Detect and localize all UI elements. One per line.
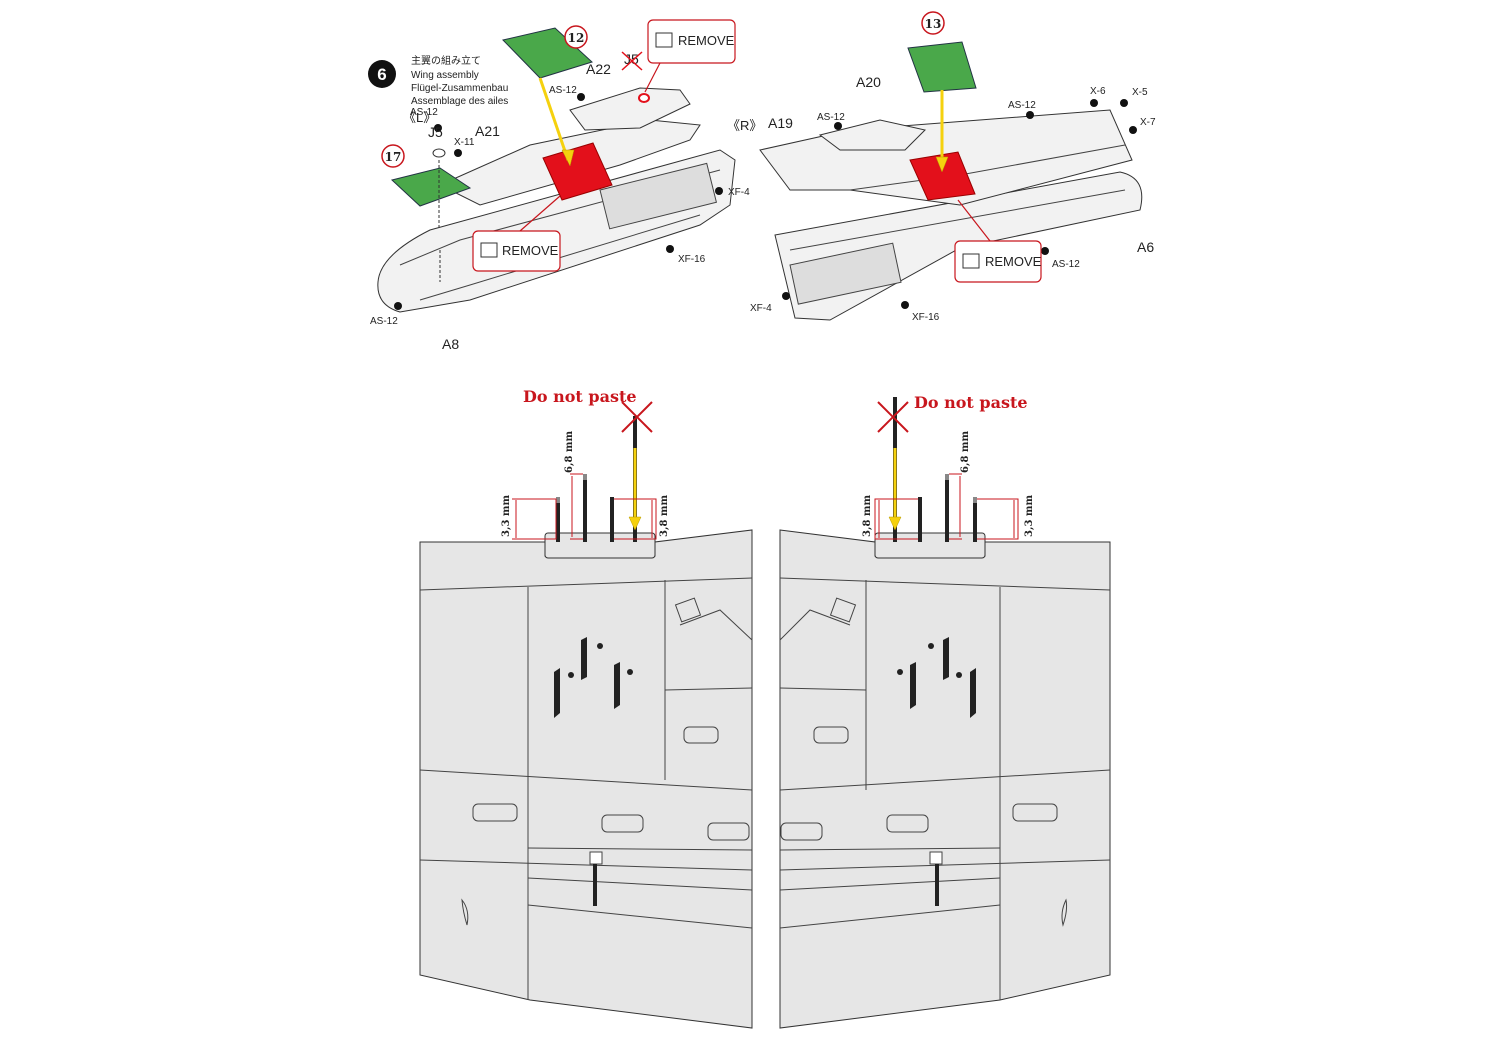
dim-3-3-right: 3,3 mm xyxy=(1024,495,1035,537)
side-label-left: 《L》 xyxy=(403,110,436,125)
remove-callout-right: REMOVE xyxy=(954,199,1042,283)
part-a20-shape xyxy=(818,119,926,151)
callout-12: 12 xyxy=(568,31,585,45)
right-panel-outline xyxy=(779,529,1111,1029)
remove-callout-bottom-left: REMOVE xyxy=(472,195,561,272)
part-a19-label: A19 xyxy=(768,115,793,131)
paint-xf16-label-right: XF-16 xyxy=(912,312,940,323)
paint-dot-as12-left-top xyxy=(434,124,442,132)
callout-17: 17 xyxy=(385,150,402,164)
step-number-badge xyxy=(368,60,396,88)
wheel-well xyxy=(599,162,718,230)
paint-xf4-label-right: XF-4 xyxy=(750,303,772,314)
side-label-right: 《R》 xyxy=(727,118,762,133)
part-a22-label: A22 xyxy=(586,61,611,77)
remove-label-1: REMOVE xyxy=(678,33,735,48)
part-a6-label: A6 xyxy=(1137,239,1154,255)
paint-as12-label-3: AS-12 xyxy=(370,316,398,327)
left-panel-outline xyxy=(419,529,753,1029)
right-hatch xyxy=(874,532,986,559)
red-remove-area-left xyxy=(542,142,613,201)
right-wing-panel xyxy=(779,529,1111,1029)
step-header: 6 主翼の組み立て Wing assembly Flügel-Zusammenb… xyxy=(368,54,508,107)
paint-x11-label: X-11 xyxy=(454,137,475,148)
part-a20-label: A20 xyxy=(856,74,881,90)
part-a22-shape xyxy=(569,87,691,131)
paint-dot-xf4-left xyxy=(715,187,723,195)
paint-dot-x11 xyxy=(454,149,462,157)
remove-label-2: REMOVE xyxy=(502,243,559,258)
paint-as12-label-2: AS-12 xyxy=(549,85,577,96)
paint-as12-label-1: AS-12 xyxy=(410,107,438,118)
step-title-de: Flügel-Zusammenbau xyxy=(411,83,508,94)
green-part-17 xyxy=(390,167,472,207)
green-part-13 xyxy=(907,41,977,93)
part-j5-red-circle xyxy=(638,93,650,103)
left-pin-dimensions: Do not paste 6,8 mm 3,3 mm 3,8 mm xyxy=(501,387,670,542)
step-title-fr: Assemblage des ailes xyxy=(411,96,508,107)
paint-as12-right-2: AS-12 xyxy=(1008,100,1036,111)
step-title-jp: 主翼の組み立て xyxy=(411,54,481,67)
left-wing-panel xyxy=(419,529,753,1029)
paint-as12-right-1: AS-12 xyxy=(817,112,845,123)
yellow-arrow-left xyxy=(538,77,570,161)
callout-circle-13 xyxy=(921,11,945,35)
paint-dot-as12-a22 xyxy=(577,93,585,101)
right-pin-dimensions: Do not paste 6,8 mm 3,8 mm 3,3 mm xyxy=(862,393,1035,542)
wheel-well-right xyxy=(789,242,902,305)
green-part-12 xyxy=(502,27,593,79)
do-not-paste-left: Do not paste xyxy=(523,387,637,406)
paint-dot-xf16-left xyxy=(666,245,674,253)
callout-13: 13 xyxy=(925,17,942,31)
callout-circle-12 xyxy=(564,25,588,49)
paint-xf16-label-left: XF-16 xyxy=(678,254,706,265)
paint-x6-label: X-6 xyxy=(1090,86,1106,97)
part-a8-label: A8 xyxy=(442,336,459,352)
dim-3-8-right: 3,8 mm xyxy=(862,495,873,537)
dim-6-8-right: 6,8 mm xyxy=(960,431,971,473)
callout-circle-17 xyxy=(381,144,405,168)
left-hatch xyxy=(544,532,656,559)
dim-6-8-left: 6,8 mm xyxy=(564,431,575,473)
right-wing-drawing: 《R》 A19 A20 AS-12 AS-12 X-6 X-5 X-7 A6 A… xyxy=(727,11,1156,323)
paint-xf4-label-left: XF-4 xyxy=(728,187,750,198)
do-not-paste-right: Do not paste xyxy=(914,393,1028,412)
dim-3-3-left: 3,3 mm xyxy=(501,495,512,537)
step-title-en: Wing assembly xyxy=(411,70,479,81)
left-wing-drawing: 《L》 AS-12 J5 X-11 A21 A22 AS-12 J5 XF-4 … xyxy=(370,19,750,352)
paint-x5-label: X-5 xyxy=(1132,87,1148,98)
paint-x7-label: X-7 xyxy=(1140,117,1156,128)
part-j5-left xyxy=(432,148,446,158)
remove-callout-top-left: REMOVE xyxy=(644,19,736,93)
step-number: 6 xyxy=(377,65,386,84)
remove-label-3: REMOVE xyxy=(985,254,1042,269)
paint-dot-as12-left xyxy=(394,302,402,310)
paint-as12-right-3: AS-12 xyxy=(1052,259,1080,270)
part-j5-label: J5 xyxy=(428,124,443,140)
dim-3-8-left: 3,8 mm xyxy=(659,495,670,537)
part-a21-label: A21 xyxy=(475,123,500,139)
